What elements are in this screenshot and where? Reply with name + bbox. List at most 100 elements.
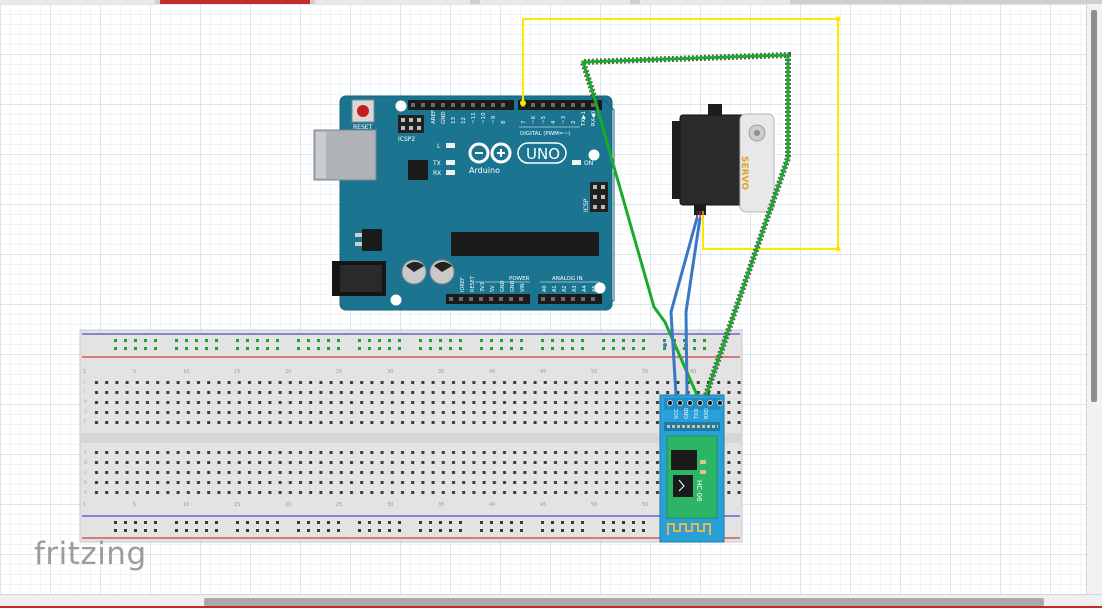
led-rx	[446, 170, 455, 175]
bt-chip	[671, 450, 697, 470]
pin-label-gnd: GND	[441, 111, 447, 124]
tab-code[interactable]	[640, 0, 790, 4]
view-tab-bar	[0, 0, 1102, 4]
mounting-hole	[594, 282, 606, 294]
column-number-20-bottom: 20	[285, 502, 291, 508]
servo-horn[interactable]	[739, 113, 775, 213]
led-l	[446, 143, 455, 148]
wire-green-servo-signal[interactable]	[578, 51, 791, 396]
column-number-60: 60	[690, 369, 696, 375]
analog-label: ANALOG IN	[552, 276, 583, 282]
pin-label-9: ~9	[491, 115, 497, 124]
pin-label-8: 8	[501, 120, 507, 124]
column-number-5-bottom: 5	[133, 502, 136, 508]
wire-yellow[interactable]	[520, 16, 841, 252]
reset-label: RESET	[353, 124, 373, 131]
column-number-50: 50	[591, 369, 597, 375]
pin-label-reset: RESET	[470, 275, 476, 292]
breadboard[interactable]: 1 5 10 15 20 25 30 35 40 45 50 55 60 1 5…	[79, 329, 743, 543]
arduino-logo-icon	[468, 142, 512, 164]
pin-label-7: 7	[521, 120, 527, 124]
pin-label-3: ~3	[561, 115, 567, 124]
led-l-label: L	[437, 143, 441, 150]
mounting-hole	[588, 149, 600, 161]
tab-breadboard[interactable]	[160, 0, 310, 4]
pin-label-10: ~10	[481, 112, 487, 124]
arduino-uno-board[interactable]: RESET ICSP2	[313, 95, 615, 311]
row-letter-f: F	[84, 419, 87, 425]
column-number-30: 30	[387, 369, 393, 375]
power-rail-bottom[interactable]	[112, 520, 722, 534]
pin-label-a2: A2	[562, 285, 568, 292]
wire-blue-servo-power[interactable]	[663, 217, 702, 396]
pin-label-13: 13	[451, 117, 457, 124]
pin-label-tx1: TX▶1	[581, 111, 587, 127]
board-brand-label: Arduino	[469, 166, 500, 175]
bt-pin-vcc: VCC	[674, 408, 680, 419]
column-number-55-bottom: 55	[642, 502, 648, 508]
bt-pin-gnd: GND	[684, 407, 690, 419]
wire-green-serial[interactable]	[594, 102, 699, 396]
tab-welcome[interactable]	[0, 0, 155, 4]
bt-model-label: HC-06	[695, 480, 703, 502]
icsp-label: ICSP	[583, 198, 590, 212]
horizontal-scrollbar[interactable]	[0, 594, 1102, 608]
vertical-scrollbar[interactable]	[1086, 4, 1102, 594]
row-letter-h: H	[84, 399, 87, 405]
pin-label-a1: A1	[552, 285, 558, 292]
column-number-20: 20	[285, 369, 291, 375]
column-number-1-bottom: 1	[83, 502, 86, 508]
pin-label-a5: A5	[592, 285, 598, 292]
row-letter-b: B	[84, 480, 87, 486]
bt-pin-txd: TXD	[694, 409, 700, 420]
pin-label-6: ~6	[531, 115, 537, 124]
pin-label-5: ~5	[541, 115, 547, 124]
vertical-scrollbar-thumb[interactable]	[1091, 10, 1097, 402]
column-number-15: 15	[234, 369, 240, 375]
icsp2-label: ICSP2	[398, 136, 415, 143]
power-label: POWER	[509, 276, 530, 282]
bt-pin-rxd: RXD	[704, 408, 710, 419]
uno-badge	[517, 142, 567, 164]
pin-label-11: ~11	[471, 112, 477, 124]
pin-label-gnd1: GND	[500, 280, 506, 292]
mounting-hole	[390, 294, 402, 306]
led-tx	[446, 160, 455, 165]
column-number-10-bottom: 10	[183, 502, 189, 508]
pin-label-ioref: IOREF	[460, 277, 466, 292]
reset-button-cap[interactable]	[357, 105, 369, 117]
column-number-35: 35	[438, 369, 444, 375]
terminal-strip-top[interactable]	[92, 378, 742, 424]
horizontal-scrollbar-thumb[interactable]	[204, 598, 1044, 606]
pin-label-a4: A4	[582, 285, 588, 292]
column-number-55: 55	[642, 369, 648, 375]
tab-pcb[interactable]	[480, 0, 630, 4]
column-number-15-bottom: 15	[234, 502, 240, 508]
column-number-40-bottom: 40	[489, 502, 495, 508]
bt-antenna-icon	[667, 523, 711, 535]
servo-motor[interactable]: SERVO	[672, 104, 775, 220]
column-number-10: 10	[183, 369, 189, 375]
terminal-strip-bottom[interactable]	[92, 449, 742, 495]
atmega-chip	[451, 232, 599, 256]
voltage-regulator	[362, 229, 382, 251]
analog-header	[538, 294, 602, 304]
hc06-bluetooth-module[interactable]: VCC GND TXD RXD HC-06	[659, 394, 725, 543]
column-number-5: 5	[133, 369, 136, 375]
power-header	[446, 294, 530, 304]
power-rail-top[interactable]	[112, 335, 722, 353]
pin-label-2: 2	[571, 121, 577, 125]
digital-header-right	[518, 100, 602, 110]
icsp-header	[590, 182, 608, 212]
pin-label-rx0: RX◀0	[591, 110, 597, 126]
pin-label-gnd2: GND	[510, 280, 516, 292]
column-number-50-bottom: 50	[591, 502, 597, 508]
breadboard-canvas[interactable]: RESET ICSP2	[0, 4, 1086, 594]
led-rx-label: RX	[433, 170, 441, 177]
column-number-25: 25	[336, 369, 342, 375]
tab-schematic[interactable]	[315, 0, 470, 4]
pin-label-a0: A0	[542, 285, 548, 292]
led-on	[572, 160, 581, 165]
fritzing-logo: fritzing	[34, 536, 147, 572]
column-number-30-bottom: 30	[387, 502, 393, 508]
